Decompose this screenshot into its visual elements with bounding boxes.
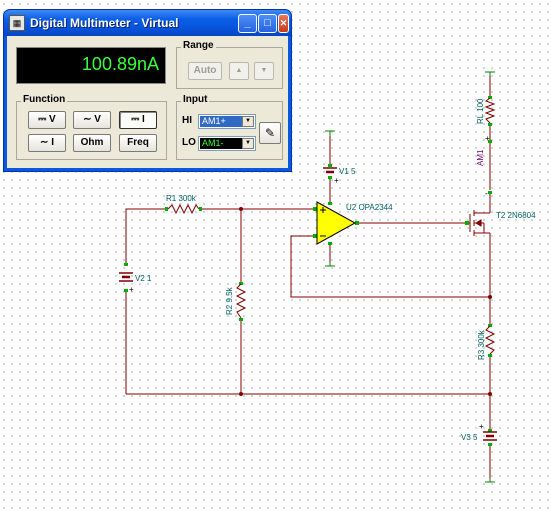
- label-v3: V3 5: [461, 433, 478, 442]
- v2-plus-sign: +: [129, 285, 134, 294]
- range-title: Range: [181, 40, 216, 51]
- ohm-button[interactable]: Ohm: [73, 134, 111, 152]
- ground-symbols: [325, 71, 495, 483]
- multimeter-panel: 100.89nA Range Auto ▲ ▼ Function ⎓ V ∼ V…: [7, 36, 288, 168]
- ac-voltage-button[interactable]: ∼ V: [73, 111, 111, 129]
- auto-range-button[interactable]: Auto: [188, 62, 222, 80]
- range-down-button[interactable]: ▼: [254, 62, 274, 80]
- label-u2: U2 OPA2344: [346, 203, 393, 212]
- resistor-r3[interactable]: [484, 325, 496, 355]
- label-r1: R1 300k: [166, 194, 197, 203]
- range-group: Range Auto ▲ ▼: [176, 40, 283, 89]
- function-title: Function: [21, 94, 68, 105]
- battery-symbols: [119, 167, 497, 441]
- multimeter-window: ▦ Digital Multimeter - Virtual _ □ ✕ 100…: [3, 9, 292, 172]
- hi-label: HI: [182, 115, 192, 126]
- label-v2: V2 1: [135, 274, 152, 283]
- title-bar[interactable]: ▦ Digital Multimeter - Virtual _ □ ✕: [4, 10, 291, 36]
- lo-input-value: AM1-: [200, 138, 242, 149]
- label-r2: R2 9.5k: [225, 286, 234, 315]
- hi-input-select[interactable]: AM1+ ▼: [198, 114, 256, 129]
- freq-button[interactable]: Freq: [119, 134, 157, 152]
- probe-icon: ✎: [264, 126, 276, 140]
- dc-voltage-button[interactable]: ⎓ V: [28, 111, 66, 129]
- input-title: Input: [181, 94, 210, 105]
- resistor-r2[interactable]: [235, 283, 247, 319]
- lo-input-select[interactable]: AM1- ▼: [198, 136, 256, 151]
- mosfet-t2[interactable]: [469, 210, 491, 237]
- am1-minus-sign: -: [485, 189, 488, 198]
- resistor-r1[interactable]: [167, 203, 200, 215]
- dc-current-button[interactable]: ⎓ I: [119, 111, 157, 129]
- input-group: Input HI AM1+ ▼ LO AM1- ▼ ✎: [176, 94, 283, 160]
- chevron-down-icon[interactable]: ▼: [242, 116, 254, 127]
- label-r3: R3 300k: [477, 329, 486, 360]
- label-v1: V1 5: [339, 167, 356, 176]
- probe-button[interactable]: ✎: [259, 122, 281, 144]
- hi-input-value: AM1+: [200, 116, 242, 127]
- wires: [125, 74, 491, 478]
- junctions: [239, 207, 492, 396]
- function-group: Function ⎓ V ∼ V ⎓ I ∼ I Ohm Freq: [16, 94, 167, 160]
- window-title: Digital Multimeter - Virtual: [30, 16, 179, 30]
- terminal-dots: [124, 96, 492, 446]
- range-up-button[interactable]: ▲: [229, 62, 249, 80]
- v1-plus-sign: +: [334, 176, 339, 185]
- maximize-button[interactable]: □: [258, 14, 277, 33]
- reading-value: 100.89nA: [81, 54, 159, 74]
- reading-display: 100.89nA: [16, 47, 166, 84]
- opamp-u2[interactable]: [316, 201, 357, 245]
- label-t2: T2 2N6804: [496, 211, 536, 220]
- label-rl: RL 100: [476, 98, 485, 124]
- v3-plus-sign: +: [479, 422, 484, 431]
- minimize-button[interactable]: _: [238, 14, 257, 33]
- label-am1: AM1: [476, 149, 485, 166]
- am1-plus-sign: +: [485, 134, 490, 143]
- multimeter-app-icon[interactable]: ▦: [9, 15, 25, 31]
- resistor-rl[interactable]: [484, 97, 496, 124]
- chevron-down-icon[interactable]: ▼: [242, 138, 254, 149]
- lo-label: LO: [182, 137, 196, 148]
- close-button[interactable]: ✕: [278, 14, 289, 33]
- ac-current-button[interactable]: ∼ I: [28, 134, 66, 152]
